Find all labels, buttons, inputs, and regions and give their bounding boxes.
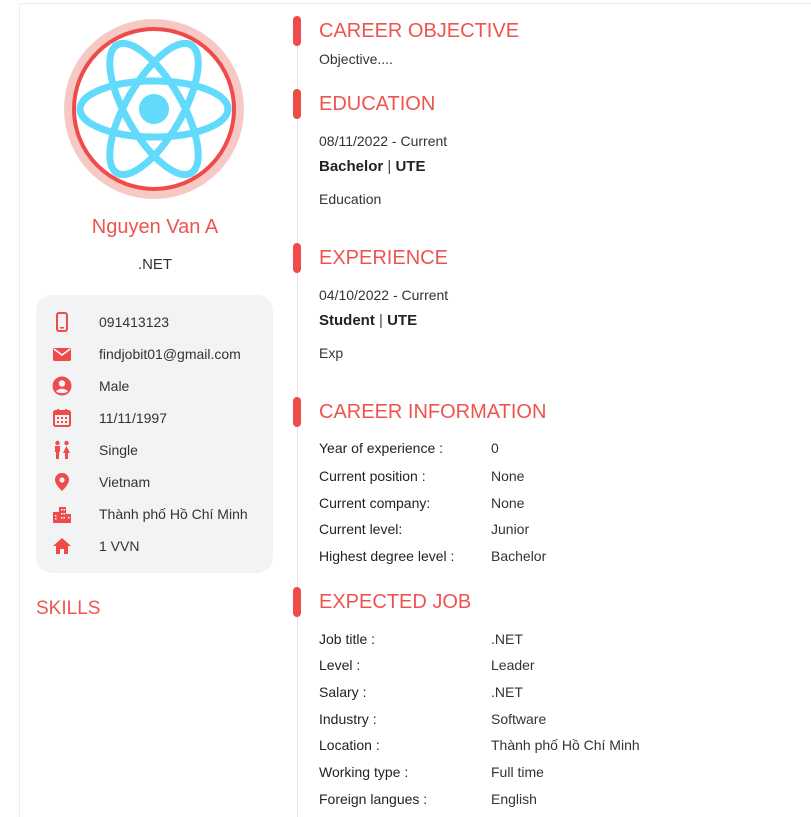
expected-job-value: Thành phố Hồ Chí Minh xyxy=(491,737,640,753)
phone-icon xyxy=(56,312,68,332)
section-marker xyxy=(293,397,301,427)
career-info-label: Current level: xyxy=(319,521,403,537)
career-info-value: None xyxy=(491,468,525,484)
expected-job-value: .NET xyxy=(491,631,523,647)
page-frame xyxy=(19,3,811,817)
contact-country: Vietnam xyxy=(36,469,273,495)
career-objective-title: CAREER OBJECTIVE xyxy=(319,20,520,42)
section-marker xyxy=(293,587,301,617)
career-info-value: None xyxy=(491,495,525,511)
contact-birthday: 11/11/1997 xyxy=(36,405,273,431)
contact-email: findjobit01@gmail.com xyxy=(36,341,273,367)
city-icon xyxy=(53,507,71,523)
section-marker xyxy=(293,16,301,46)
contact-address: 1 VVN xyxy=(36,533,273,559)
section-marker xyxy=(293,243,301,273)
home-icon xyxy=(53,538,71,554)
education-title: EDUCATION xyxy=(319,93,436,115)
gender-icon xyxy=(52,376,72,396)
profile-sidebar: Nguyen Van A .NET 091413123 findjobit01@… xyxy=(19,0,291,817)
expected-job-label: Location : xyxy=(319,737,380,753)
contact-marital-status: Single xyxy=(36,437,273,463)
career-objective-text: Objective.... xyxy=(319,51,393,67)
experience-title: EXPERIENCE xyxy=(319,247,448,269)
experience-description: Exp xyxy=(319,345,344,361)
career-information-title: CAREER INFORMATION xyxy=(319,401,547,423)
expected-job-value: Leader xyxy=(491,657,535,673)
avatar xyxy=(64,19,244,199)
career-info-label: Highest degree level : xyxy=(319,548,455,564)
expected-job-label: Job title : xyxy=(319,631,376,647)
contact-city: Thành phố Hồ Chí Minh xyxy=(36,501,273,527)
location-pin-icon xyxy=(55,473,69,491)
career-info-label: Year of experience : xyxy=(319,440,444,456)
expected-job-value: Software xyxy=(491,711,547,727)
career-info-label: Current position : xyxy=(319,468,426,484)
expected-job-label: Industry : xyxy=(319,711,377,727)
marital-status-icon xyxy=(55,440,70,459)
career-info-value: 0 xyxy=(491,440,499,456)
education-degree-line: Bachelor | UTE xyxy=(319,158,425,175)
expected-job-value: .NET xyxy=(491,684,523,700)
contact-card: 091413123 findjobit01@gmail.com Male xyxy=(36,295,273,573)
education-school: UTE xyxy=(395,158,426,175)
education-separator: | xyxy=(387,158,392,175)
experience-period: 04/10/2022 - Current xyxy=(319,287,449,303)
expected-job-label: Working type : xyxy=(319,764,409,780)
education-description: Education xyxy=(319,191,382,207)
expected-job-value: English xyxy=(491,791,537,807)
expected-job-label: Foreign langues : xyxy=(319,791,428,807)
experience-company: UTE xyxy=(387,312,418,329)
skills-title: SKILLS xyxy=(36,598,101,619)
experience-position: Student xyxy=(319,312,375,329)
react-logo-icon xyxy=(76,39,232,179)
calendar-icon xyxy=(53,409,71,427)
profile-name: Nguyen Van A xyxy=(91,216,219,238)
experience-position-line: Student | UTE xyxy=(319,312,417,329)
expected-job-title: EXPECTED JOB xyxy=(319,591,472,613)
expected-job-label: Level : xyxy=(319,657,361,673)
education-period: 08/11/2022 - Current xyxy=(319,133,448,149)
contact-gender: Male xyxy=(36,373,273,399)
career-info-value: Junior xyxy=(491,521,530,537)
career-info-label: Current company: xyxy=(319,495,431,511)
career-info-value: Bachelor xyxy=(491,548,547,564)
expected-job-value: Full time xyxy=(491,764,544,780)
section-marker xyxy=(293,89,301,119)
profile-title: .NET xyxy=(137,256,173,273)
experience-separator: | xyxy=(379,312,383,329)
expected-job-label: Salary : xyxy=(319,684,367,700)
education-degree: Bachelor xyxy=(319,158,384,175)
email-icon xyxy=(53,348,71,361)
contact-phone: 091413123 xyxy=(36,309,273,335)
